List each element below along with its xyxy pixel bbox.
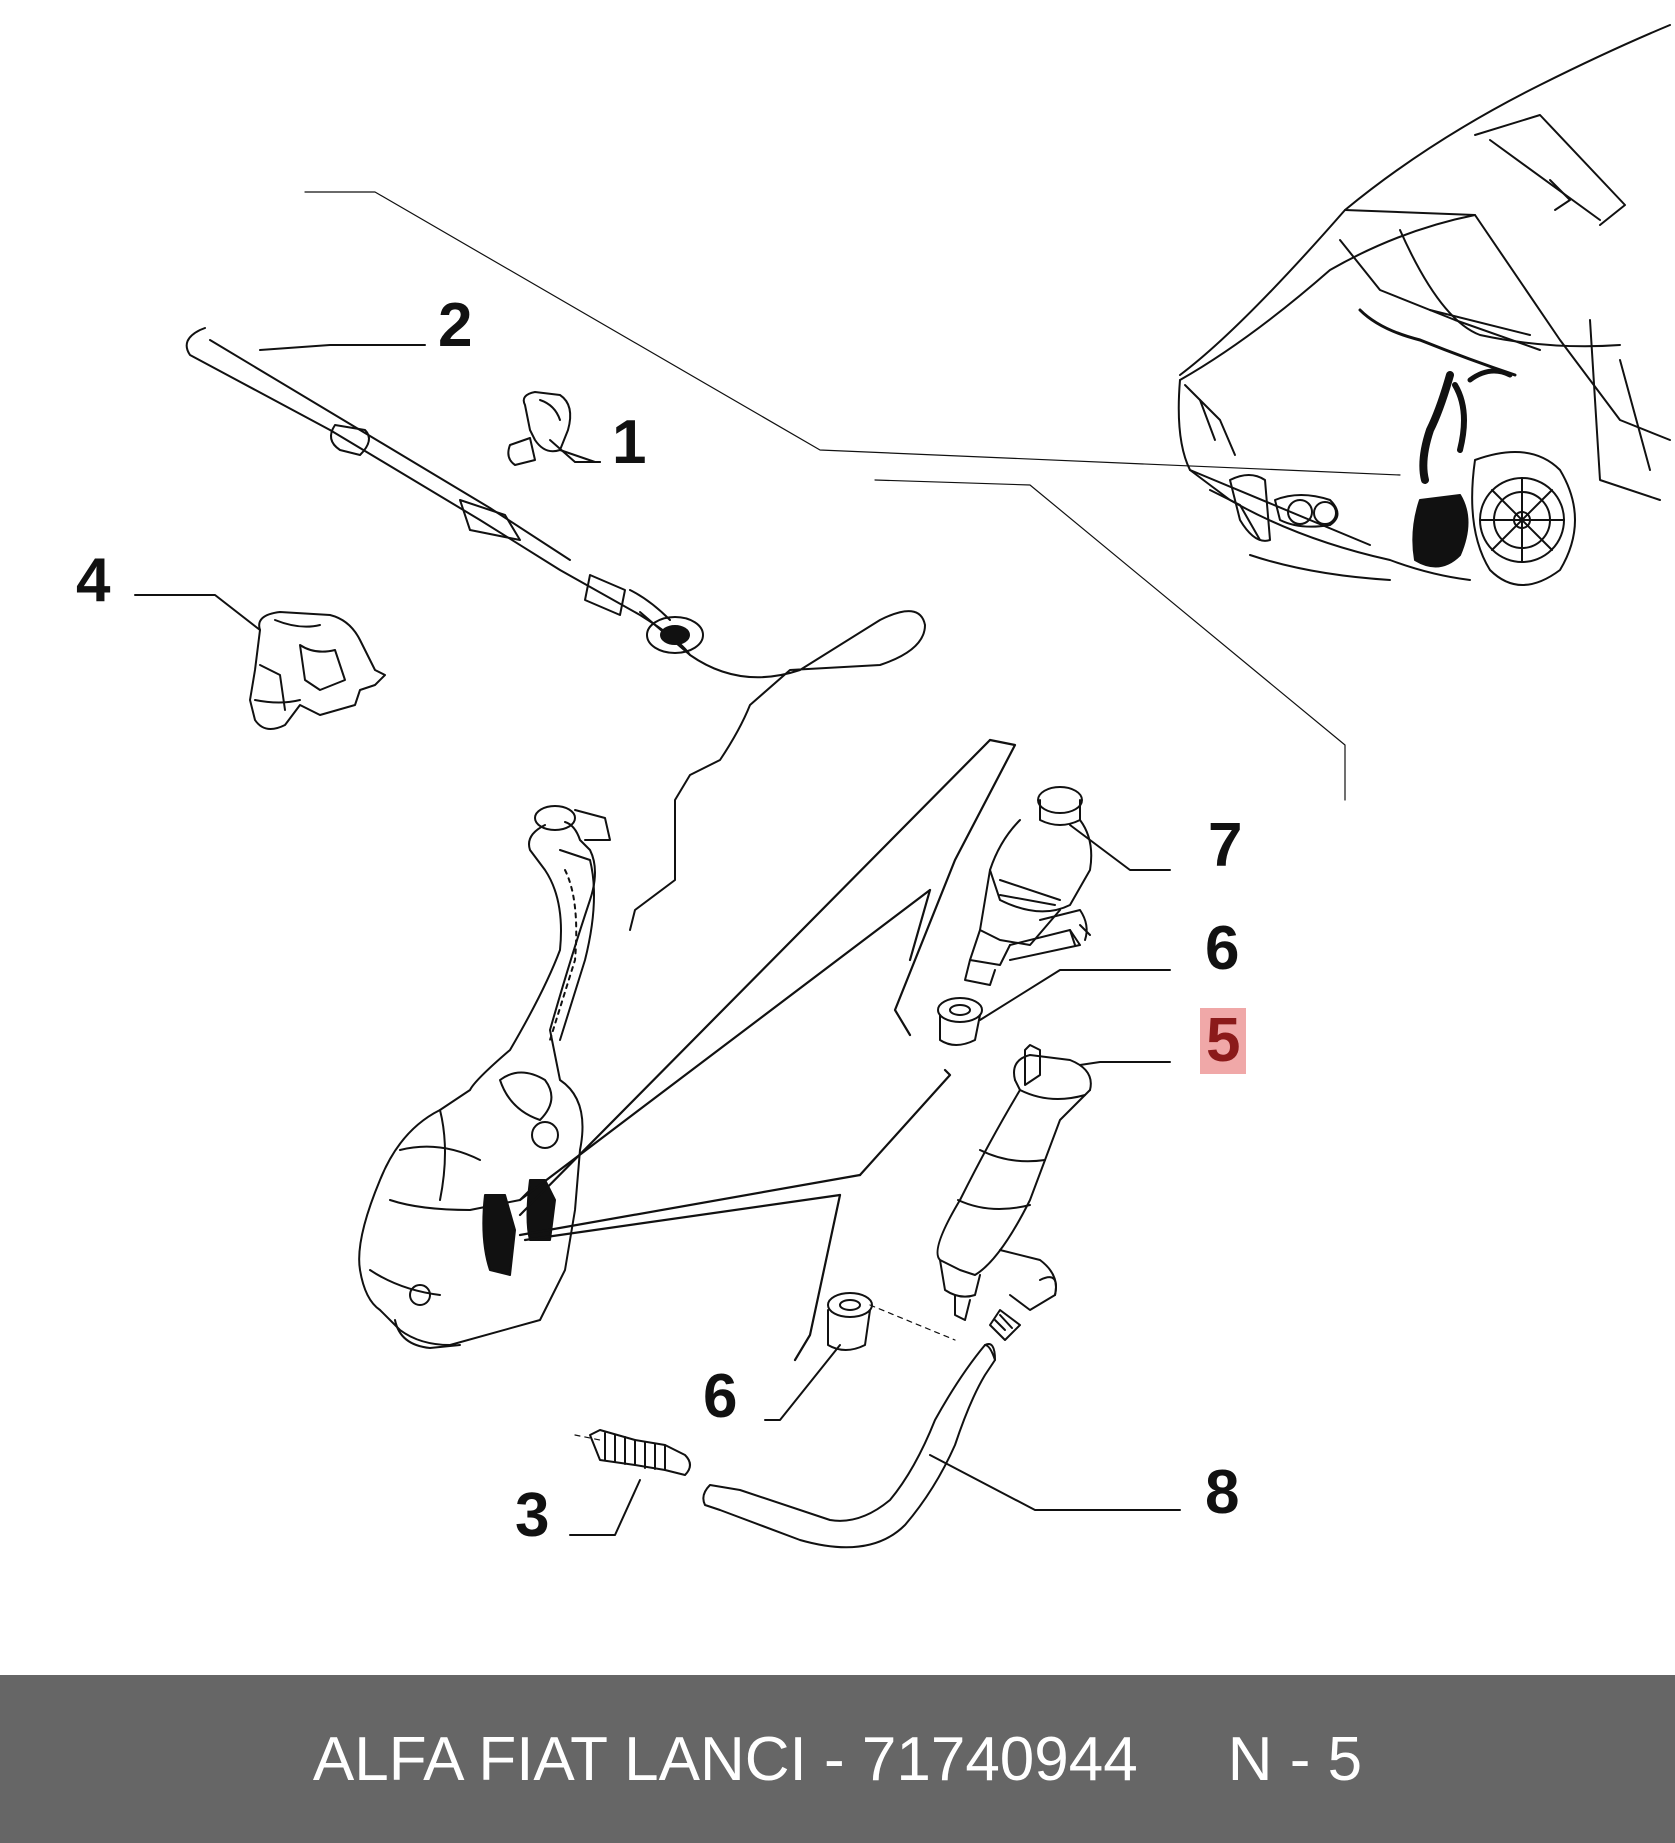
leader-8: [929, 1454, 1181, 1511]
part-8-hose: [702, 1343, 996, 1549]
callout-5-highlighted: 5: [1200, 1008, 1247, 1074]
callout-6-upper: 6: [1205, 914, 1240, 983]
part-3-connector: [589, 1429, 691, 1476]
leader-5: [1079, 1061, 1171, 1066]
callout-7: 7: [1208, 811, 1243, 880]
leader-1: [549, 439, 601, 463]
leader-4: [134, 594, 261, 631]
callout-4: 4: [76, 546, 111, 615]
footer-ref: N - 5: [1227, 1724, 1363, 1794]
leader-6a: [979, 969, 1171, 1021]
leader-6b: [764, 1344, 841, 1421]
alignment-lines: [574, 1304, 956, 1441]
callout-1: 1: [612, 408, 647, 477]
washer-reservoir: [358, 805, 611, 1349]
footer-part-number: ALFA FIAT LANCI - 71740944: [312, 1724, 1138, 1794]
part-5-pump: [936, 1044, 1092, 1341]
leader-3: [569, 1479, 641, 1536]
reference-lines: [304, 191, 1401, 801]
part-7-pump: [964, 786, 1093, 986]
leader-7: [1069, 824, 1171, 871]
parts-diagram: [134, 24, 1671, 1549]
callout-3: 3: [515, 1481, 550, 1550]
part-1-nozzle: [507, 391, 601, 466]
callout-2: 2: [438, 291, 473, 360]
callout-leaders: [134, 344, 1181, 1536]
part-6-grommet-lower: [827, 1292, 873, 1351]
leader-2: [259, 344, 426, 351]
car-illustration: [1177, 24, 1671, 586]
pump-leader-lines: [518, 738, 1017, 1362]
footer-bar: ALFA FIAT LANCI - 71740944 N - 5: [0, 1675, 1675, 1843]
callout-8: 8: [1205, 1458, 1240, 1527]
part-2-hose-assembly: [185, 327, 926, 931]
part-6-grommet-upper: [937, 997, 983, 1046]
callout-6-lower: 6: [703, 1362, 738, 1431]
part-4-clip: [249, 611, 386, 730]
